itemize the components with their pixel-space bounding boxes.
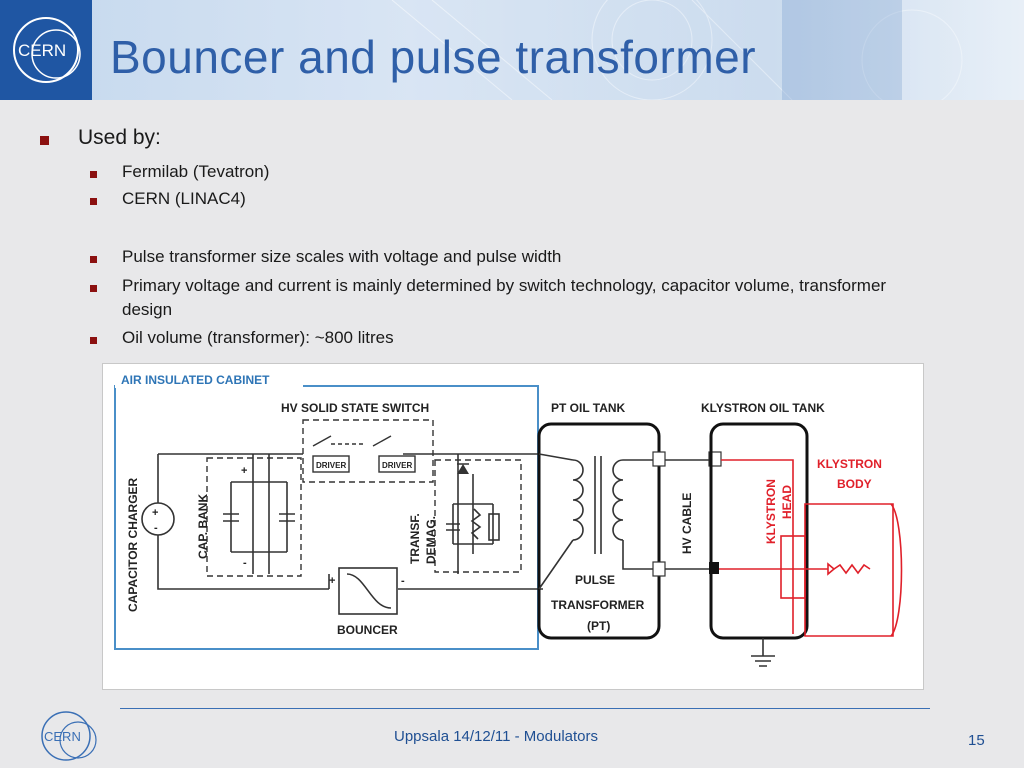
- klystron-oil-tank: [709, 422, 809, 640]
- bullet-used-by: Used by:: [78, 126, 161, 149]
- pt-oil-tank: [537, 422, 661, 640]
- svg-text:CERN: CERN: [44, 729, 81, 744]
- cap-bank-label: CAP. BANK: [196, 494, 210, 559]
- air-cabinet-label-bg: [115, 370, 303, 388]
- slide-title: Bouncer and pulse transformer: [110, 31, 757, 83]
- klystron-tank-label: KLYSTRON OIL TANK: [701, 401, 825, 415]
- circuit-diagram-svg: AIR INSULATED CABINET: [114, 370, 903, 667]
- switch-box: [302, 419, 434, 483]
- driver-label-1: DRIVER: [316, 461, 346, 470]
- circuit-diagram: AIR INSULATED CABINET: [102, 363, 924, 690]
- air-cabinet-label: AIR INSULATED CABINET: [121, 373, 270, 387]
- transf-label: TRANSF.: [408, 513, 422, 564]
- demag-box: [434, 459, 522, 573]
- pt-tank-label: PT OIL TANK: [551, 401, 626, 415]
- footer-text: Uppsala 14/12/11 - Modulators: [394, 728, 599, 745]
- switch-label: HV SOLID STATE SWITCH: [281, 401, 429, 415]
- charger-symbol: [141, 502, 175, 536]
- klystron-body-label-1: KLYSTRON: [817, 457, 882, 471]
- driver-label-2: DRIVER: [382, 461, 412, 470]
- demag-label: DEMAG.: [424, 516, 438, 564]
- charger-label: CAPACITOR CHARGER: [126, 477, 140, 612]
- bullet-oil-volume: Oil volume (transformer): ~800 litres: [122, 328, 394, 347]
- bullet-primary-voltage: Primary voltage and current is mainly de…: [122, 276, 887, 319]
- hv-cable-label: HV CABLE: [680, 493, 694, 554]
- bullet-marker: [90, 256, 97, 263]
- svg-text:CERN: CERN: [18, 41, 66, 60]
- air-cabinet-box: [114, 385, 539, 650]
- bullet-marker: [40, 136, 49, 145]
- cap-bank-minus: -: [243, 557, 247, 569]
- pulse-label: PULSE: [575, 573, 615, 587]
- footer-divider: [120, 708, 930, 709]
- cern-logo-icon: CERN: [13, 17, 81, 83]
- header-banner: CERN Bouncer and pulse transformer: [0, 0, 1024, 100]
- banner-background-graphic: [92, 0, 1024, 100]
- cap-bank-box: [206, 457, 302, 577]
- klystron-head-label-2: HEAD: [780, 485, 794, 519]
- charger-plus: +: [152, 507, 158, 519]
- bullet-marker: [90, 337, 97, 344]
- transformer-label: TRANSFORMER: [551, 598, 645, 612]
- klystron-body-label-2: BODY: [837, 477, 872, 491]
- bullet-marker: [90, 171, 97, 178]
- bullet-cern: CERN (LINAC4): [122, 189, 246, 208]
- bouncer-minus: -: [401, 575, 405, 587]
- bullet-pulse-transformer-size: Pulse transformer size scales with volta…: [122, 247, 562, 266]
- klystron-head-label-1: KLYSTRON: [764, 479, 778, 544]
- bouncer-label: BOUNCER: [337, 623, 398, 637]
- bullet-fermilab: Fermilab (Tevatron): [122, 162, 270, 181]
- bullet-marker: [90, 285, 97, 292]
- pt-label: (PT): [587, 619, 610, 633]
- footer-cern-logo-icon: CERN: [41, 711, 97, 761]
- bouncer-plus: +: [329, 575, 335, 587]
- page-number: 15: [968, 732, 985, 749]
- cern-logo-box: CERN: [0, 0, 92, 100]
- bullet-marker: [90, 198, 97, 205]
- charger-minus: -: [154, 522, 158, 534]
- cap-bank-plus: +: [241, 465, 247, 477]
